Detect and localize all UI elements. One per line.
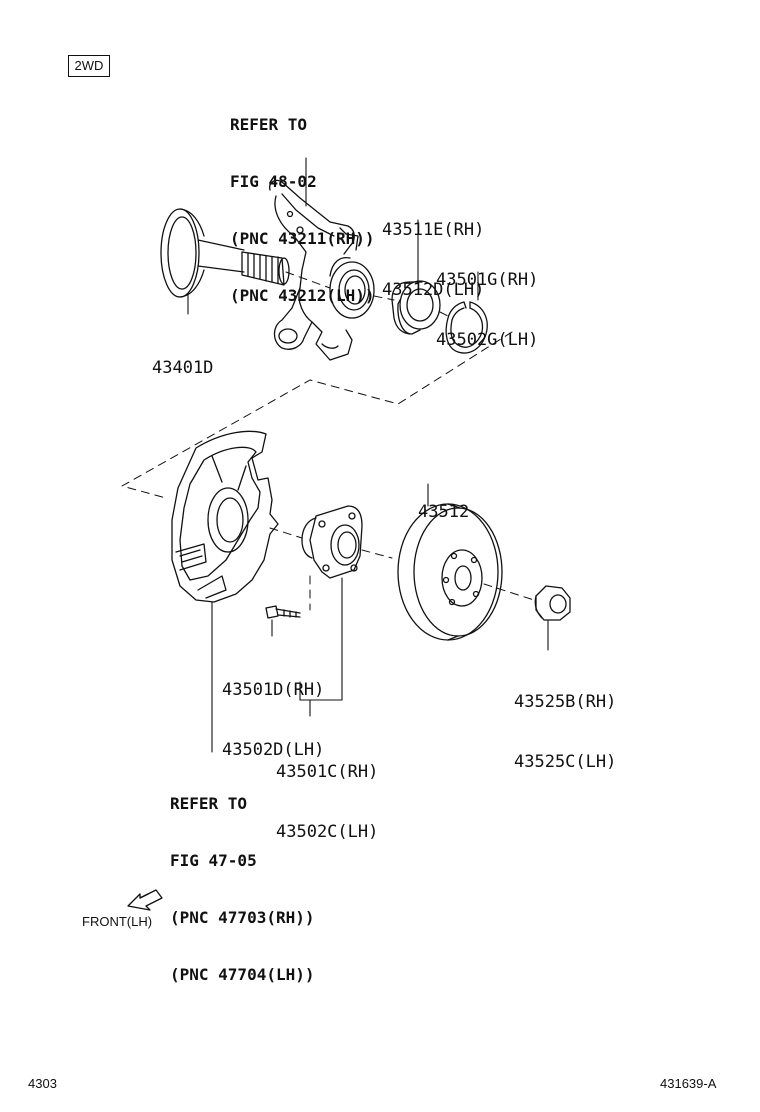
refer-knuckle-line: REFER TO [230,115,308,134]
refer-knuckle-line: FIG 48-02 [230,172,317,191]
refer-shield-note: REFER TO FIG 47-05 (PNC 47703(RH)) (PNC … [170,756,315,1022]
hub-bearing-drawing [391,280,441,335]
part-number: 43511E(RH) [382,220,485,240]
part-number: 43501C(RH) [276,762,379,782]
refer-shield-line: FIG 47-05 [170,851,257,870]
part-label-hub: 43501C(RH) 43502C(LH) [276,722,378,882]
front-arrow-icon [127,889,163,911]
part-number: 43512D(LH) [382,280,485,300]
page-code: 4303 [28,1076,57,1091]
figure-code: 431639-A [660,1076,717,1091]
part-label-bearing: 43511E(RH) 43512D(LH) [382,180,484,340]
assembly-dash-lines [121,271,535,611]
part-number: 43401D [152,358,214,378]
drive-shaft-drawing [160,208,290,298]
part-number: 43502G(LH) [436,330,539,350]
variant-badge: 2WD [68,55,110,77]
part-number: 43502C(LH) [276,822,379,842]
part-number: 43512 [418,502,470,522]
part-number: 43525B(RH) [514,692,617,712]
refer-knuckle-note: REFER TO FIG 48-02 (PNC 43211(RH)) (PNC … [230,77,375,343]
part-number: 43525C(LH) [514,752,617,772]
steering-knuckle-drawing [269,179,375,361]
lock-nut-drawing [534,585,571,621]
part-label-nut: 43525B(RH) 43525C(LH) [514,652,616,812]
snap-ring-drawing [445,301,488,354]
part-label-snap-ring: 43501G(RH) 43502G(LH) [436,230,538,390]
refer-shield-line: (PNC 47704(LH)) [170,965,315,984]
axle-hub-drawing [301,505,363,579]
dust-shield-drawing [171,430,279,603]
hub-bolt-drawing [265,605,301,619]
part-label-shaft: 43401D [152,318,213,418]
brake-disc-drawing [397,503,503,641]
leader-lines [187,157,549,753]
refer-shield-line: REFER TO [170,794,248,813]
part-number: 43501G(RH) [436,270,539,290]
refer-shield-line: (PNC 47703(RH)) [170,908,315,927]
part-label-disc: 43512 [418,462,469,562]
part-number: 43502D(LH) [222,740,325,760]
refer-knuckle-line: (PNC 43212(LH)) [230,286,375,305]
refer-knuckle-line: (PNC 43211(RH)) [230,229,375,248]
part-label-hub-bolt: 43501D(RH) 43502D(LH) [222,640,324,800]
part-number: 43501D(RH) [222,680,325,700]
front-indicator-label: FRONT(LH) [82,914,153,929]
